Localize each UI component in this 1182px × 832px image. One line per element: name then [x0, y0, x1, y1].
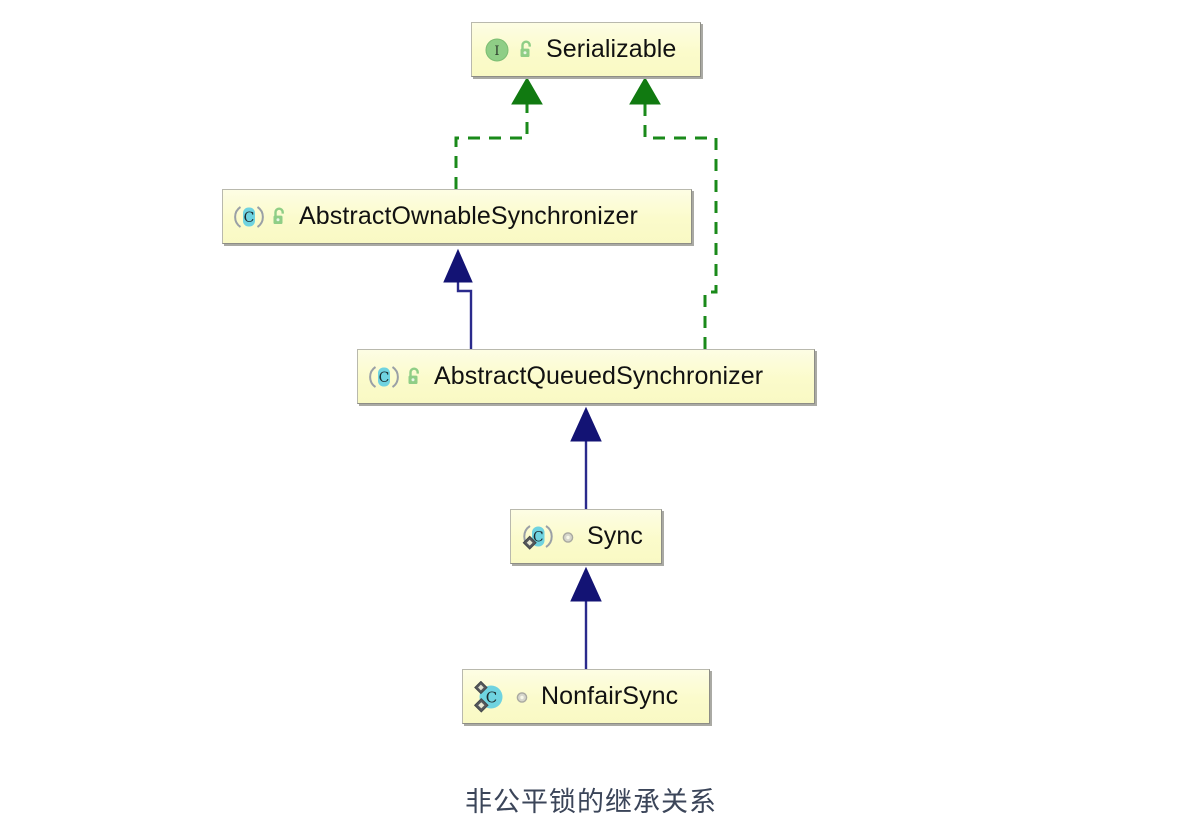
public-unlocked-icon [269, 206, 289, 228]
edge-nonfairsync-extends-sync [570, 566, 602, 669]
class-name-label: AbstractOwnableSynchronizer [299, 202, 638, 230]
node-icon-group: C [369, 363, 424, 391]
edge-aos-implements-serializable [454, 76, 543, 189]
svg-text:I: I [494, 44, 499, 59]
node-icon-group: C [522, 522, 577, 552]
package-private-icon [513, 687, 531, 707]
public-unlocked-icon [404, 366, 424, 388]
generalization-arrowhead [443, 248, 473, 283]
realization-arrowhead [629, 76, 661, 105]
svg-text:C: C [533, 529, 544, 545]
public-unlocked-icon [516, 39, 536, 61]
node-icon-group: C [234, 203, 289, 231]
realization-arrowhead [511, 76, 543, 105]
generalization-arrowhead [570, 406, 602, 442]
package-private-icon [559, 527, 577, 547]
svg-text:C: C [486, 688, 497, 706]
interface-icon: I [483, 36, 511, 64]
edge-aqs-extends-aos [443, 248, 473, 349]
generalization-arrowhead [570, 566, 602, 602]
svg-text:C: C [244, 210, 255, 226]
class-name-label: Sync [587, 522, 643, 550]
svg-text:C: C [379, 370, 390, 386]
class-name-label: AbstractQueuedSynchronizer [434, 362, 764, 390]
abstract-class-icon: C [522, 522, 554, 552]
static-badge [473, 697, 489, 713]
diagram-caption: 非公平锁的继承关系 [465, 787, 717, 818]
class-name-label: NonfairSync [541, 682, 679, 710]
class-icon: C [473, 680, 508, 713]
abstract-class-icon: C [234, 203, 264, 231]
static-badge [522, 535, 537, 550]
node-icon-group: C [473, 680, 531, 713]
node-icon-group: I [483, 36, 536, 64]
class-node-abstract-ownable-synchronizer[interactable]: C AbstractOwnableSynchronizer [222, 189, 692, 244]
class-node-sync[interactable]: C Sync [510, 509, 662, 564]
final-badge [474, 680, 488, 694]
class-name-label: Serializable [546, 35, 677, 63]
edge-sync-extends-aqs [570, 406, 602, 509]
class-node-serializable[interactable]: I Serializable [471, 22, 701, 77]
class-node-nonfair-sync[interactable]: C NonfairSync [462, 669, 710, 724]
abstract-class-icon: C [369, 363, 399, 391]
class-node-abstract-queued-synchronizer[interactable]: C AbstractQueuedSynchronizer [357, 349, 815, 404]
